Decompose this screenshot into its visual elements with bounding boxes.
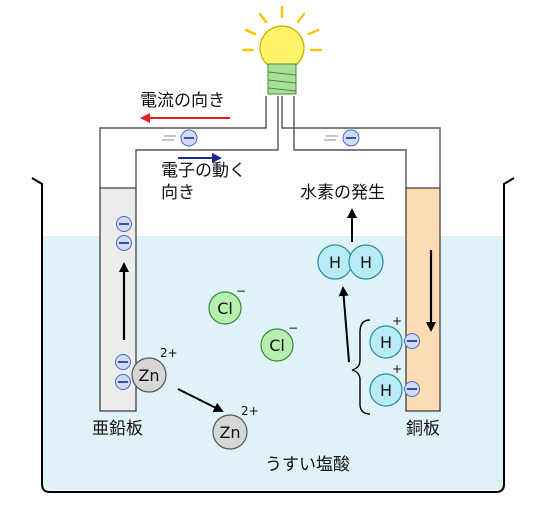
svg-text:H: H — [329, 253, 341, 272]
hydrogen-ion: H + — [369, 314, 403, 359]
hydrogen-generation-label: 水素の発生 — [300, 183, 385, 203]
beaker — [31, 177, 515, 493]
electron-direction-label-2: 向き — [161, 183, 195, 203]
wire-electron-right — [324, 129, 360, 147]
svg-text:−: − — [288, 321, 298, 335]
hydrogen-combine-arrow — [338, 286, 350, 363]
wire-left — [99, 96, 279, 188]
light-bulb — [241, 5, 323, 95]
electron-direction-label-1: 電子の動く — [161, 161, 246, 181]
svg-text:H: H — [380, 333, 392, 352]
copper-electron — [404, 381, 420, 397]
zinc-ion-at-plate: Zn 2+ — [131, 346, 178, 393]
copper-plate — [405, 187, 441, 412]
svg-text:Zn: Zn — [138, 366, 159, 385]
plate-electron — [116, 235, 132, 251]
copper-plate-label: 銅板 — [406, 419, 440, 439]
bulb-glass — [259, 25, 305, 71]
svg-text:Cl: Cl — [217, 299, 233, 318]
chloride-ion: Cl − — [260, 321, 298, 362]
hydrogen-ion: H + — [369, 362, 403, 407]
svg-text:H: H — [360, 253, 372, 272]
svg-text:2+: 2+ — [241, 404, 259, 418]
wire-electron-left — [162, 129, 198, 147]
current-direction-label: 電流の向き — [140, 91, 225, 111]
zinc-ion-arrow — [177, 388, 224, 412]
svg-text:H: H — [380, 381, 392, 400]
brace — [351, 319, 371, 415]
hydrogen-molecule: H H — [317, 244, 384, 280]
solution-label: うすい塩酸 — [265, 455, 350, 475]
zinc-plate-label: 亜鉛板 — [92, 419, 143, 439]
plate-electron — [115, 354, 131, 370]
svg-text:−: − — [236, 284, 246, 298]
svg-text:2+: 2+ — [160, 346, 178, 360]
zinc-ion-free: Zn 2+ — [212, 404, 259, 450]
wire-right — [281, 96, 441, 188]
light-rays — [241, 5, 323, 52]
svg-text:+: + — [392, 362, 402, 376]
svg-text:Zn: Zn — [219, 423, 240, 442]
chloride-ion: Cl − — [208, 284, 246, 325]
plate-electron — [115, 374, 131, 390]
svg-text:Cl: Cl — [269, 336, 285, 355]
svg-text:+: + — [392, 314, 402, 328]
copper-electron — [404, 333, 420, 349]
plate-electron — [116, 216, 132, 232]
